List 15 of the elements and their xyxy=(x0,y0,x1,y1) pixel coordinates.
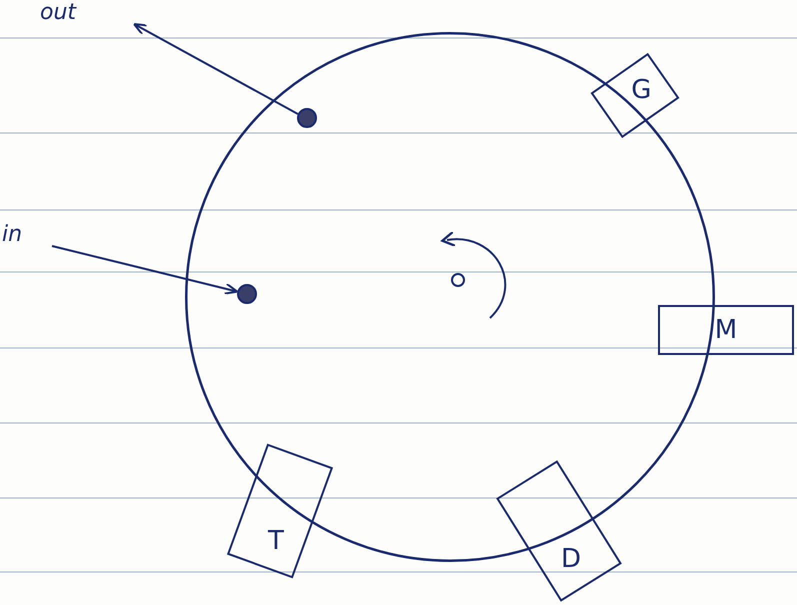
arrow xyxy=(133,23,298,115)
station-box xyxy=(226,444,334,578)
port-label: in xyxy=(2,222,22,247)
box-letter: D xyxy=(560,544,582,574)
center-axle xyxy=(451,273,465,287)
outlet-hole xyxy=(297,108,317,128)
inlet-hole xyxy=(237,284,257,304)
arrow xyxy=(52,245,238,295)
box-letter: T xyxy=(268,526,284,556)
station-box xyxy=(658,305,794,355)
station-box xyxy=(590,52,680,138)
box-letter: M xyxy=(714,315,738,345)
port-label: out xyxy=(40,0,76,25)
box-letter: G xyxy=(630,74,652,104)
station-box xyxy=(496,460,622,602)
